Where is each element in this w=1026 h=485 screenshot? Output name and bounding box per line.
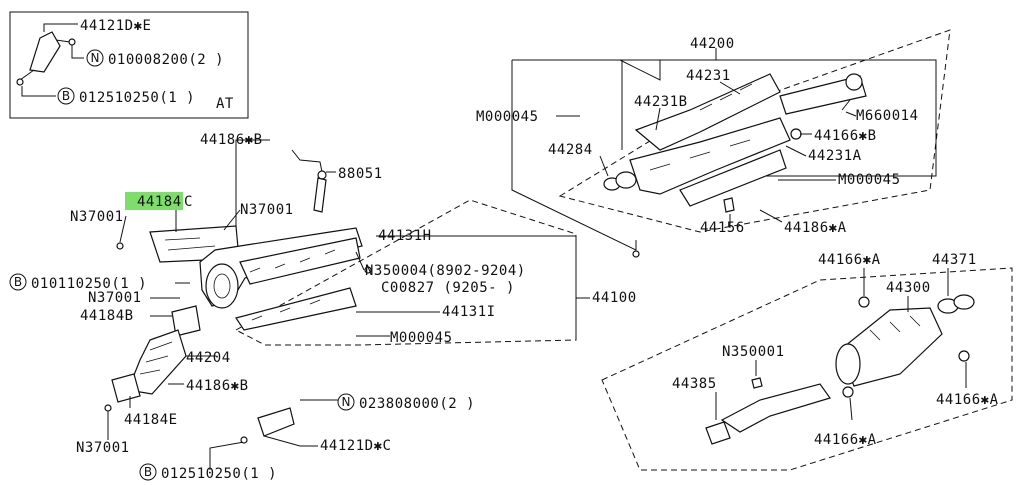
b-callout-letter: B — [144, 465, 152, 479]
label-44231: 44231 — [686, 68, 731, 84]
label-010110250: 010110250(1 ) — [31, 276, 147, 292]
b-callout-letter: B — [14, 275, 22, 289]
b-callout-circle — [139, 463, 157, 481]
n-callout-circle — [337, 393, 355, 411]
label-44200: 44200 — [690, 36, 735, 52]
label-44166A-right: 44166✱A — [936, 392, 999, 408]
label-44166B: 44166✱B — [814, 128, 877, 144]
label-88051: 88051 — [338, 166, 383, 182]
muffler-drawing — [705, 294, 975, 445]
front-pipe-drawing — [111, 149, 363, 403]
label-44184B: 44184B — [80, 308, 134, 324]
label-N350004: N350004(8902-9204) — [365, 263, 526, 279]
label-44284: 44284 — [548, 142, 593, 158]
label-44231A: 44231A — [808, 148, 862, 164]
label-44371: 44371 — [932, 252, 977, 268]
label-N37001-mid: N37001 — [240, 202, 294, 218]
label-M000045-top: M000045 — [476, 109, 539, 125]
label-44156: 44156 — [700, 220, 745, 236]
label-M000045-right: M000045 — [838, 172, 901, 188]
inset-b-ref: 012510250(1 ) — [79, 90, 195, 106]
label-N37001-left2: N37001 — [88, 290, 142, 306]
label-44186A: 44186✱A — [784, 220, 847, 236]
label-44166A-top: 44166✱A — [818, 252, 881, 268]
label-M660014: M660014 — [856, 108, 919, 124]
inset-n-ref: 010008200(2 ) — [108, 52, 224, 68]
label-N37001-bottom: N37001 — [76, 440, 130, 456]
label-44184C: 44184 — [137, 194, 182, 210]
muffler-leader-lines — [715, 268, 967, 421]
highlight-44184 — [125, 192, 183, 210]
front-leader-lines — [104, 139, 590, 470]
n-callout-dot — [364, 266, 372, 274]
label-012510250-bottom: 012510250(1 ) — [161, 466, 277, 482]
label-44184E: 44184E — [124, 412, 178, 428]
label-44231B: 44231B — [634, 94, 688, 110]
n-callout-letter: N — [342, 395, 351, 409]
muffler-group-outline — [601, 267, 1013, 471]
center-leader-lines — [556, 48, 857, 258]
label-N37001-left: N37001 — [70, 209, 124, 225]
inset-part-label: 44121D✱E — [80, 18, 151, 34]
label-44100: 44100 — [592, 290, 637, 306]
label-44300: 44300 — [886, 280, 931, 296]
inset-frame — [9, 11, 249, 119]
n-callout-letter: N — [91, 51, 100, 65]
label-C00827: C00827 (9205- ) — [381, 280, 515, 296]
label-023808000: 023808000(2 ) — [359, 396, 475, 412]
label-44186B-top: 44186✱B — [200, 132, 263, 148]
b-callout-circle — [57, 87, 75, 105]
b-callout-letter: B — [62, 89, 70, 103]
b-callout-circle — [9, 273, 27, 291]
center-pipe-frame — [511, 59, 937, 251]
n-callout-circle — [86, 49, 104, 67]
label-44184C-suffix: C — [184, 194, 193, 210]
label-44121DC: 44121D✱C — [320, 438, 391, 454]
inset-suffix: AT — [216, 96, 234, 112]
inset-bracket-drawing — [16, 23, 84, 97]
label-44186B-low: 44186✱B — [186, 378, 249, 394]
center-pipe-drawing — [603, 73, 867, 213]
label-N350001: N350001 — [722, 344, 785, 360]
label-44131I: 44131I — [442, 304, 496, 320]
label-M000045-low: M000045 — [390, 330, 453, 346]
label-44166A-bottom: 44166✱A — [814, 432, 877, 448]
label-44204: 44204 — [186, 350, 231, 366]
label-44385: 44385 — [672, 376, 717, 392]
label-44131H: 44131H — [378, 228, 432, 244]
